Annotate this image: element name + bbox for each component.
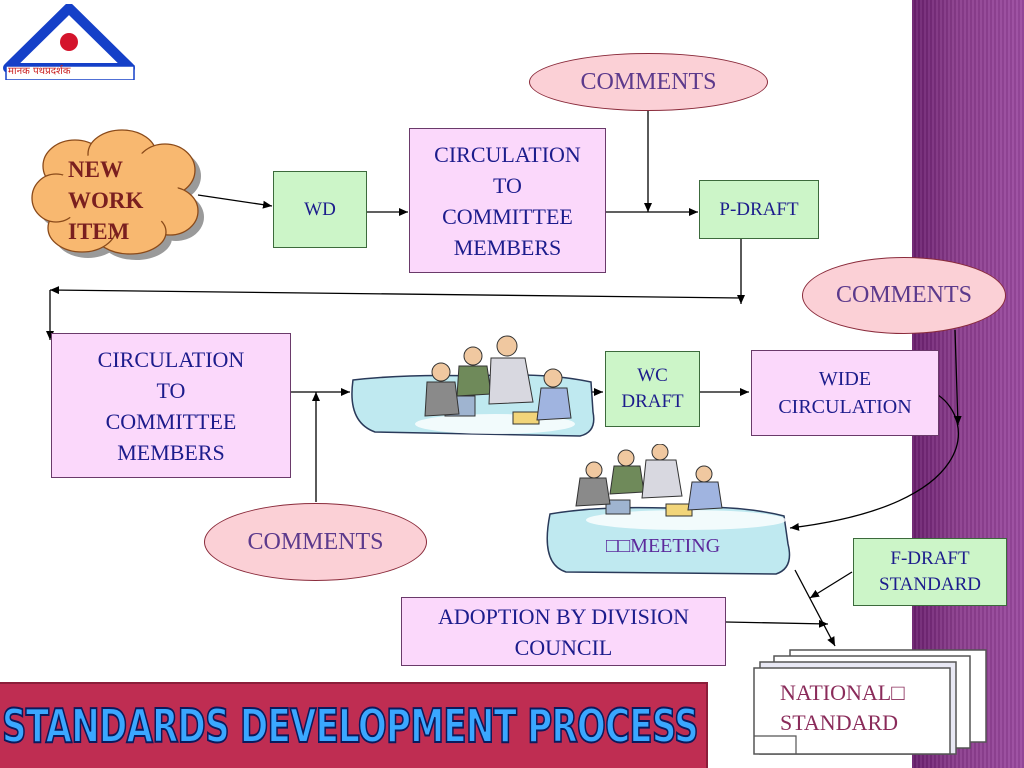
bis-logo <box>3 4 135 80</box>
wd-label: WD <box>304 198 336 220</box>
arrow-meeting-national <box>794 569 836 647</box>
f-draft-standard-label: F-DRAFT STANDARD <box>879 548 981 595</box>
adoption-label: ADOPTION BY DIVISION COUNCIL <box>438 603 689 660</box>
arrow-wide-meeting <box>789 394 959 531</box>
national-standard-label: NATIONAL□ STANDARD <box>780 680 905 735</box>
arrow-newwork-wd <box>197 194 273 209</box>
wd-box: WD <box>273 171 367 248</box>
new-work-item-label: NEW WORK ITEM <box>68 157 144 244</box>
p-draft-box: P-DRAFT <box>699 180 819 239</box>
comments-top-label: COMMENTS <box>580 68 717 95</box>
adoption-box: ADOPTION BY DIVISION COUNCIL <box>401 597 726 666</box>
wc-draft-box: WC DRAFT <box>605 351 700 427</box>
circulation-left-box: CIRCULATION TO COMMITTEE MEMBERS <box>51 333 291 478</box>
title-banner: STANDARDS DEVELOPMENT PROCESS <box>0 682 708 768</box>
meeting-illustration-top <box>351 335 595 437</box>
arrow-fdraft-national <box>809 571 853 599</box>
logo-text: मानक पथप्रदर्शक <box>8 66 71 77</box>
circulation-top-box: CIRCULATION TO COMMITTEE MEMBERS <box>409 128 606 273</box>
comments-bottom-oval: COMMENTS <box>204 503 427 581</box>
decorative-sidebar <box>912 0 1024 768</box>
meeting-illustration-bottom <box>546 444 791 575</box>
circulation-top-label: CIRCULATION TO COMMITTEE MEMBERS <box>434 141 581 260</box>
p-draft-label: P-DRAFT <box>719 198 799 220</box>
wide-circulation-box: WIDE CIRCULATION <box>751 350 939 436</box>
comments-right-label: COMMENTS <box>835 282 973 308</box>
f-draft-standard-box: F-DRAFT STANDARD <box>853 538 1007 606</box>
new-work-item-cloud <box>31 129 204 260</box>
wide-circulation-label: WIDE CIRCULATION <box>778 368 912 418</box>
arrow-adoption-national <box>725 619 829 628</box>
arrow-loop-left <box>49 286 742 299</box>
comments-top-oval: COMMENTS <box>529 53 768 111</box>
comments-bottom-label: COMMENTS <box>247 528 384 555</box>
arrow-comments-right-down <box>953 329 962 426</box>
comments-right-oval: COMMENTS <box>802 257 1006 334</box>
national-standard-stack <box>753 649 987 755</box>
circulation-left-label: CIRCULATION TO COMMITTEE MEMBERS <box>97 346 245 465</box>
wc-draft-label: WC DRAFT <box>621 365 684 412</box>
meeting-label: □□MEETING <box>606 535 721 557</box>
page-title: STANDARDS DEVELOPMENT PROCESS <box>1 698 699 754</box>
